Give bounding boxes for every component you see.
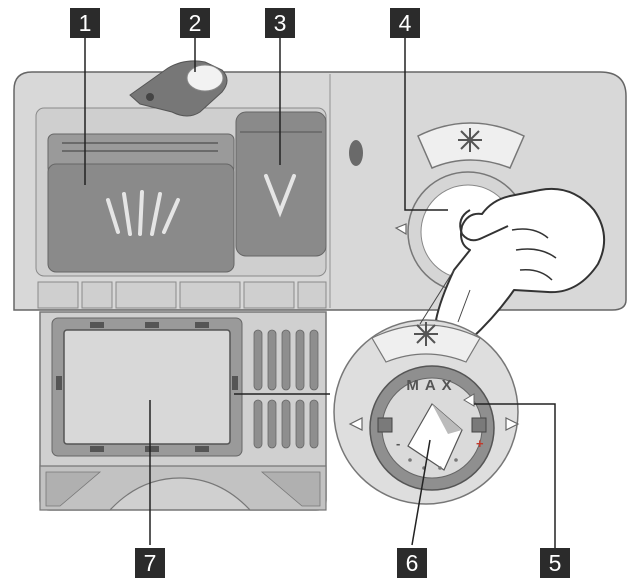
rinse-level-pointer-shade xyxy=(432,404,462,434)
panel-oval-hole xyxy=(349,140,363,166)
lower-panel-bevel-right xyxy=(260,471,321,507)
dial-top-triangle xyxy=(463,393,475,407)
vent-slots xyxy=(253,329,319,449)
callout-7: 7 xyxy=(135,548,165,578)
latch-pin xyxy=(146,93,154,101)
hand-finger-line-3 xyxy=(519,268,553,281)
main-wash-symbol xyxy=(106,190,180,236)
callout-3: 3 xyxy=(265,8,295,38)
upper-dial-sun-icon xyxy=(458,128,482,152)
pre-wash-symbol xyxy=(264,174,296,218)
dial-left-stop xyxy=(377,417,393,433)
filter-clips xyxy=(56,322,238,452)
callout-4: 4 xyxy=(390,8,420,38)
lower-panel-bevel-left xyxy=(45,471,102,507)
latch-button xyxy=(186,64,224,92)
dial-max-label: MAX xyxy=(406,377,457,394)
dispenser-ribs xyxy=(37,281,327,309)
lower-dial-sun-icon xyxy=(414,322,438,346)
zoom-line-left xyxy=(419,269,455,325)
dial-plus-sign: + xyxy=(476,436,484,451)
callout-5: 5 xyxy=(540,548,570,578)
callout-1: 1 xyxy=(70,8,100,38)
lower-panel-base xyxy=(39,465,327,511)
hand-finger-line-2 xyxy=(515,248,557,259)
dial-left-triangle xyxy=(348,417,363,431)
upper-dial-pointer-triangle xyxy=(394,223,407,236)
dial-right-triangle xyxy=(505,417,520,431)
dial-right-stop xyxy=(471,417,487,433)
rinse-aid-filter-window xyxy=(63,329,231,445)
dial-minus-sign: - xyxy=(396,436,400,451)
pre-wash-compartment xyxy=(235,111,327,257)
hand-thumb xyxy=(459,209,509,242)
hand-illustration xyxy=(435,188,605,341)
callout-2: 2 xyxy=(180,8,210,38)
hand-finger-line-1 xyxy=(511,228,549,239)
leader-lines xyxy=(84,38,556,548)
callout-6: 6 xyxy=(397,548,427,578)
zoom-line-right xyxy=(457,289,471,323)
